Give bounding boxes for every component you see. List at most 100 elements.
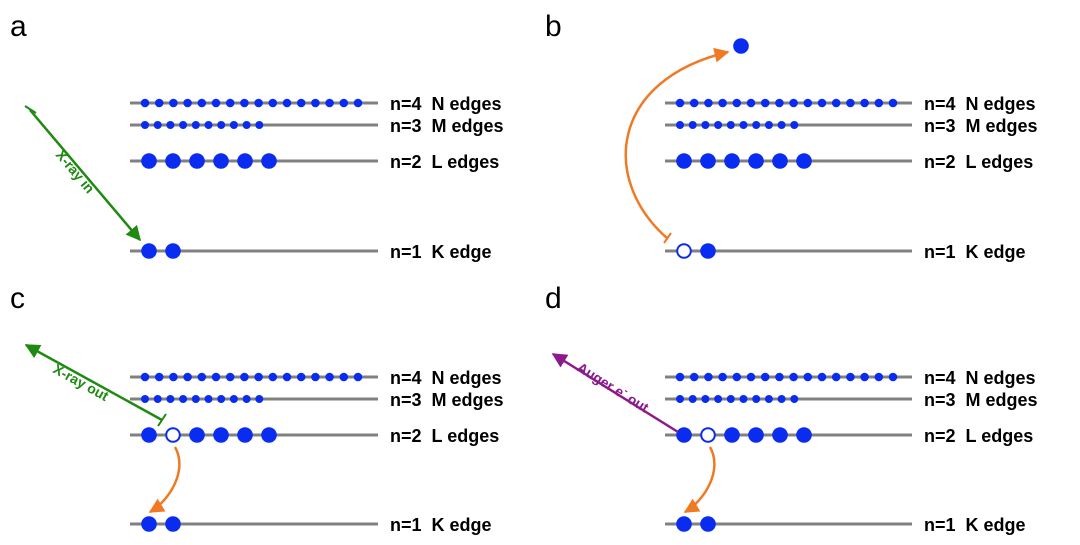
electron [237,427,253,443]
electron [261,427,277,443]
electrons-n4 [675,372,898,382]
xray-in-tail [24,105,37,114]
electrons-n2 [676,153,812,169]
electron [211,98,221,108]
electron [339,98,349,108]
electron [140,98,150,108]
auger-label-main: Auger e [574,359,627,400]
electron [169,98,178,108]
electron [772,153,788,169]
electron [268,98,278,108]
level-label-n3: n=3 M edges [390,390,504,410]
electrons-n4 [140,98,363,108]
electron [790,121,799,129]
electron [229,121,238,129]
electron [676,153,692,169]
electron [179,121,188,129]
electrons-n3 [676,395,799,403]
electrons-n2 [676,427,812,443]
panel-c: c n=4 N edges n=3 M edges n=2 L edges n=… [10,282,504,535]
panel-letter-b: b [545,10,562,43]
hole [700,427,716,443]
panel-letter-a: a [10,10,27,43]
electron [676,427,692,443]
electron [311,98,320,108]
electron [353,98,363,108]
xray-out-label: X-ray out [51,361,112,405]
electron [141,243,157,259]
electron [831,372,841,382]
electron [739,395,748,403]
electron [689,372,699,382]
electron [255,395,264,403]
electron [714,121,723,129]
electron [704,372,713,382]
electron [296,372,306,382]
panel-letter-c: c [10,282,25,315]
xray-in-label: X-ray in [53,147,98,197]
electron [846,98,855,108]
electron [888,98,898,108]
electron [746,372,756,382]
electron [775,98,784,108]
level-label-n1: n=1 K edge [390,515,492,535]
electron [179,395,188,403]
electron [165,243,181,259]
electron-groups [140,372,363,532]
electrons-n2 [141,427,277,443]
electron [165,153,181,169]
electron [789,372,798,382]
level-label-n1: n=1 K edge [924,242,1026,262]
electron [183,372,192,382]
panel-a: a n=4 N edges n=3 M edges n=2 L edges n=… [10,10,504,262]
electron [191,395,200,403]
electron [760,98,770,108]
electron [772,427,788,443]
electron [874,372,884,382]
xray-out-arrow [24,343,163,422]
electron [726,121,735,129]
electron [217,395,226,403]
electron-groups [675,372,898,532]
level-label-n1: n=1 K edge [390,242,492,262]
electrons-n4 [675,98,898,108]
electron [764,121,773,129]
electron [748,153,764,169]
electron [760,372,770,382]
relaxation-arrow [683,446,716,514]
electron [141,427,157,443]
auger-label-sup: - [622,386,631,397]
electron [197,372,207,382]
electron [775,372,784,382]
electron [282,98,292,108]
electron [676,121,684,129]
electron-groups [140,98,363,259]
level-label-n4: n=4 N edges [924,368,1036,388]
auger-out-label: Auger e- out [574,358,652,416]
electron [817,372,827,382]
electron [213,427,229,443]
electron [217,121,226,129]
electron [141,516,157,532]
electron [700,243,716,259]
level-label-n3: n=3 M edges [390,116,504,136]
electron [240,98,249,108]
electron [726,395,735,403]
electron [874,98,884,108]
electrons-n1 [141,516,181,532]
electron [701,395,710,403]
electrons-n3 [141,121,264,129]
electron [803,372,813,382]
electron [701,121,710,129]
electron [676,516,692,532]
electron [154,372,164,382]
panel-letter-d: d [545,282,562,315]
electron [197,98,207,108]
electron [296,98,306,108]
electrons-n3 [141,395,264,403]
electron [777,121,786,129]
electron [689,98,699,108]
electron [141,153,157,169]
level-label-n1: n=1 K edge [924,515,1026,535]
